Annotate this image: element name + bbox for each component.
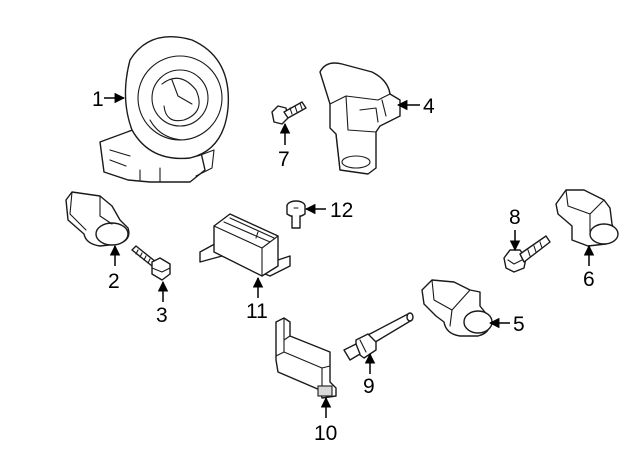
callout-7: 7	[278, 148, 290, 171]
part-6-sensor	[555, 189, 619, 247]
callout-6: 6	[583, 268, 595, 291]
part-4-sensor	[319, 62, 401, 175]
callout-8: 8	[509, 206, 521, 229]
callout-4: 4	[423, 95, 435, 118]
part-2-connector	[65, 191, 130, 247]
callout-2: 2	[108, 270, 120, 293]
callout-1: 1	[92, 88, 104, 111]
part-12-bolt	[286, 200, 306, 229]
part-1-clockspring	[99, 36, 230, 183]
callout-11: 11	[246, 300, 268, 323]
part-3-bolt	[131, 245, 171, 281]
callout-10: 10	[314, 422, 337, 445]
part-10-bracket	[275, 317, 337, 399]
callout-3: 3	[156, 304, 168, 327]
callout-5: 5	[513, 313, 525, 336]
part-7-bolt	[271, 101, 307, 125]
callout-labels: 1 4 7 2 3 12 11 8 6 5 9 10	[92, 88, 595, 445]
part-8-bolt	[503, 235, 551, 273]
callout-leaders	[104, 92, 595, 418]
part-9-stud	[343, 312, 414, 361]
callout-12: 12	[330, 199, 353, 222]
part-5-sensor	[421, 279, 493, 337]
part-11-module	[199, 213, 291, 277]
callout-9: 9	[363, 375, 375, 398]
